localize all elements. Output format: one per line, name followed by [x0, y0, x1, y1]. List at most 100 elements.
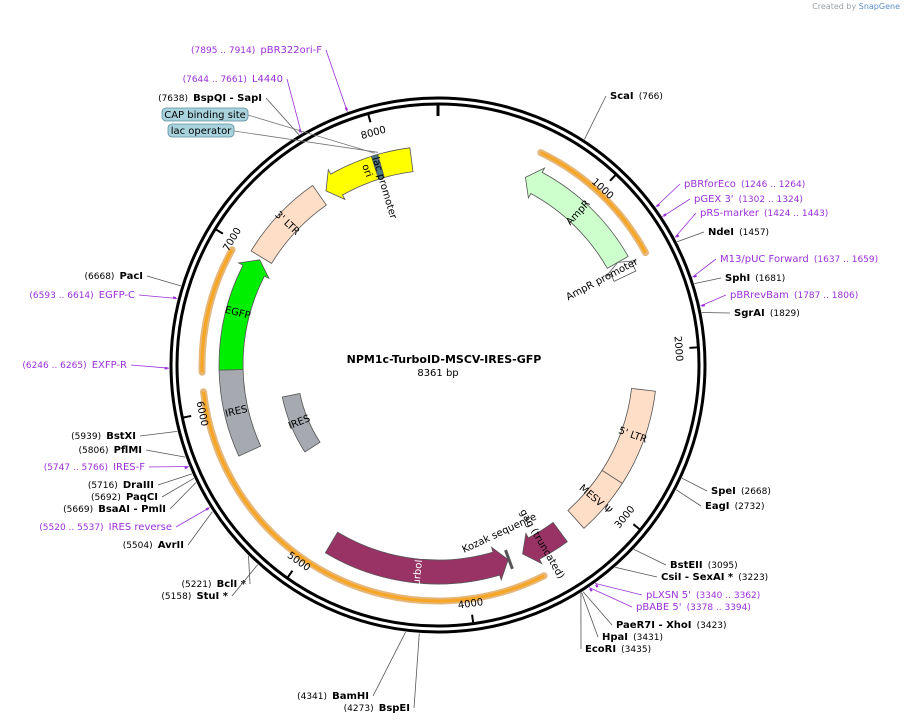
site-coords: (6668)	[85, 272, 115, 282]
tick-label: 6000	[194, 400, 210, 427]
site-leader	[594, 583, 643, 596]
plasmid-name: NPM1c-TurboID-MSCV-IRES-GFP	[347, 353, 542, 366]
site-coords: (3435)	[621, 645, 651, 655]
site-leader	[231, 564, 259, 597]
site-label: (7895 .. 7914) pBR322ori-F	[191, 38, 322, 57]
snapgene-logo: SnapGene	[858, 2, 900, 11]
feature-lac-promoter	[370, 154, 385, 180]
feature-label-ori: ori	[359, 163, 374, 179]
site-leader	[701, 312, 731, 314]
tick-mark	[286, 570, 294, 579]
site-coords: (3423)	[697, 621, 727, 631]
site-name: EagI	[705, 501, 729, 512]
site-label: EagI (2732)	[705, 494, 765, 513]
site-label: pBRforEco (1246 .. 1264)	[684, 172, 805, 191]
orf-layer	[198, 149, 649, 605]
site-label: SpeI (2668)	[711, 479, 771, 498]
site-label: HpaI (3431)	[602, 625, 663, 644]
site-leader	[146, 275, 182, 287]
site-label: (5504) AvrII	[123, 533, 184, 552]
site-leader	[157, 473, 193, 486]
site-label: (5939) BstXI	[71, 424, 136, 443]
site-leader	[581, 592, 599, 638]
site-name: pBABE 5'	[636, 602, 682, 613]
site-coords: (2668)	[741, 487, 771, 497]
feature-egfp	[218, 259, 270, 371]
tick-mark	[609, 173, 617, 182]
site-label: PaeR7I - XhoI (3423)	[616, 613, 727, 632]
backbone	[169, 96, 707, 634]
site-coords: (3431)	[633, 633, 663, 643]
site-leader	[676, 231, 705, 243]
site-name: IRES reverse	[109, 522, 172, 533]
site-label: pLXSN 5' (3340 .. 3362)	[646, 583, 760, 602]
site-name: PaqCI	[126, 492, 158, 503]
site-leader	[655, 183, 681, 208]
tick-mark	[471, 614, 475, 624]
site-label: (7644 .. 7661) L4440	[183, 67, 283, 86]
site-label: (5716) DraIII	[88, 473, 154, 492]
site-label: (5520 .. 5537) IRES reverse	[39, 515, 172, 534]
site-name: L4440	[252, 74, 283, 85]
site-leader	[692, 258, 717, 278]
orf-1	[540, 151, 647, 254]
site-coords: (3340 .. 3362)	[696, 591, 760, 601]
tick-mark	[632, 523, 641, 531]
feature-ires-inner	[281, 393, 321, 453]
orf-3	[200, 248, 234, 373]
kozak-mark	[504, 549, 514, 570]
site-leader	[187, 511, 213, 546]
site-label: ScaI (766)	[610, 84, 663, 103]
feature-ori	[325, 147, 414, 201]
site-name: pBR322ori-F	[260, 45, 322, 56]
site-name: PaeR7I - XhoI	[616, 620, 692, 631]
site-coords: (3095)	[708, 561, 738, 571]
site-name: BstXI	[106, 431, 136, 442]
feature-gag	[522, 521, 568, 565]
site-coords: (5158)	[161, 592, 191, 602]
boxed-label-bg	[167, 123, 235, 138]
site-leader	[148, 466, 189, 468]
site-name: PflMI	[114, 445, 142, 456]
credit-prefix: Created by	[812, 2, 857, 11]
site-label: EcoRI (3435)	[585, 637, 651, 656]
tick-mark	[214, 228, 224, 235]
site-coords: (5716)	[88, 481, 118, 491]
site-label: (6668) PacI	[85, 264, 144, 283]
site-coords: (4273)	[344, 704, 374, 714]
feature-ampr-promoter	[605, 260, 637, 282]
tick-mark	[367, 113, 372, 123]
primer-mark	[589, 588, 593, 592]
site-coords: (1681)	[755, 274, 785, 284]
site-name: BamHI	[332, 691, 369, 702]
site-coords: (1424 .. 1443)	[764, 209, 828, 219]
site-leader	[161, 477, 195, 498]
site-name: StuI *	[196, 591, 228, 602]
site-coords: (5692)	[91, 493, 121, 503]
site-leader	[694, 277, 722, 284]
site-label: SphI (1681)	[725, 266, 785, 285]
site-name: HpaI	[602, 632, 628, 643]
boxed-leader	[247, 114, 375, 154]
site-name: pRS-marker	[700, 208, 760, 219]
site-label: (5221) BclI *	[182, 572, 247, 591]
site-coords: (6246 .. 6265)	[22, 361, 86, 371]
feature-mesv	[567, 469, 623, 529]
site-coords: (5806)	[79, 446, 109, 456]
site-coords: (1829)	[770, 309, 800, 319]
feature-turboid	[324, 531, 509, 585]
tick-label: 2000	[672, 336, 685, 362]
site-leader	[582, 591, 613, 626]
site-label: (7638) BspQI - SapI	[158, 86, 262, 105]
site-leader	[584, 95, 607, 140]
site-name: EcoRI	[585, 644, 616, 655]
site-label: pBRrevBam (1787 .. 1806)	[730, 283, 858, 302]
site-coords: (5504)	[123, 541, 153, 551]
site-name: DraIII	[123, 480, 154, 491]
site-coords: (3378 .. 3394)	[687, 603, 751, 613]
site-label: (6246 .. 6265) EXFP-R	[22, 353, 127, 372]
plasmid-size: 8361 bp	[417, 368, 458, 379]
site-coords: (5747 .. 5766)	[44, 463, 108, 473]
boxed-label: lac operator	[171, 126, 232, 137]
